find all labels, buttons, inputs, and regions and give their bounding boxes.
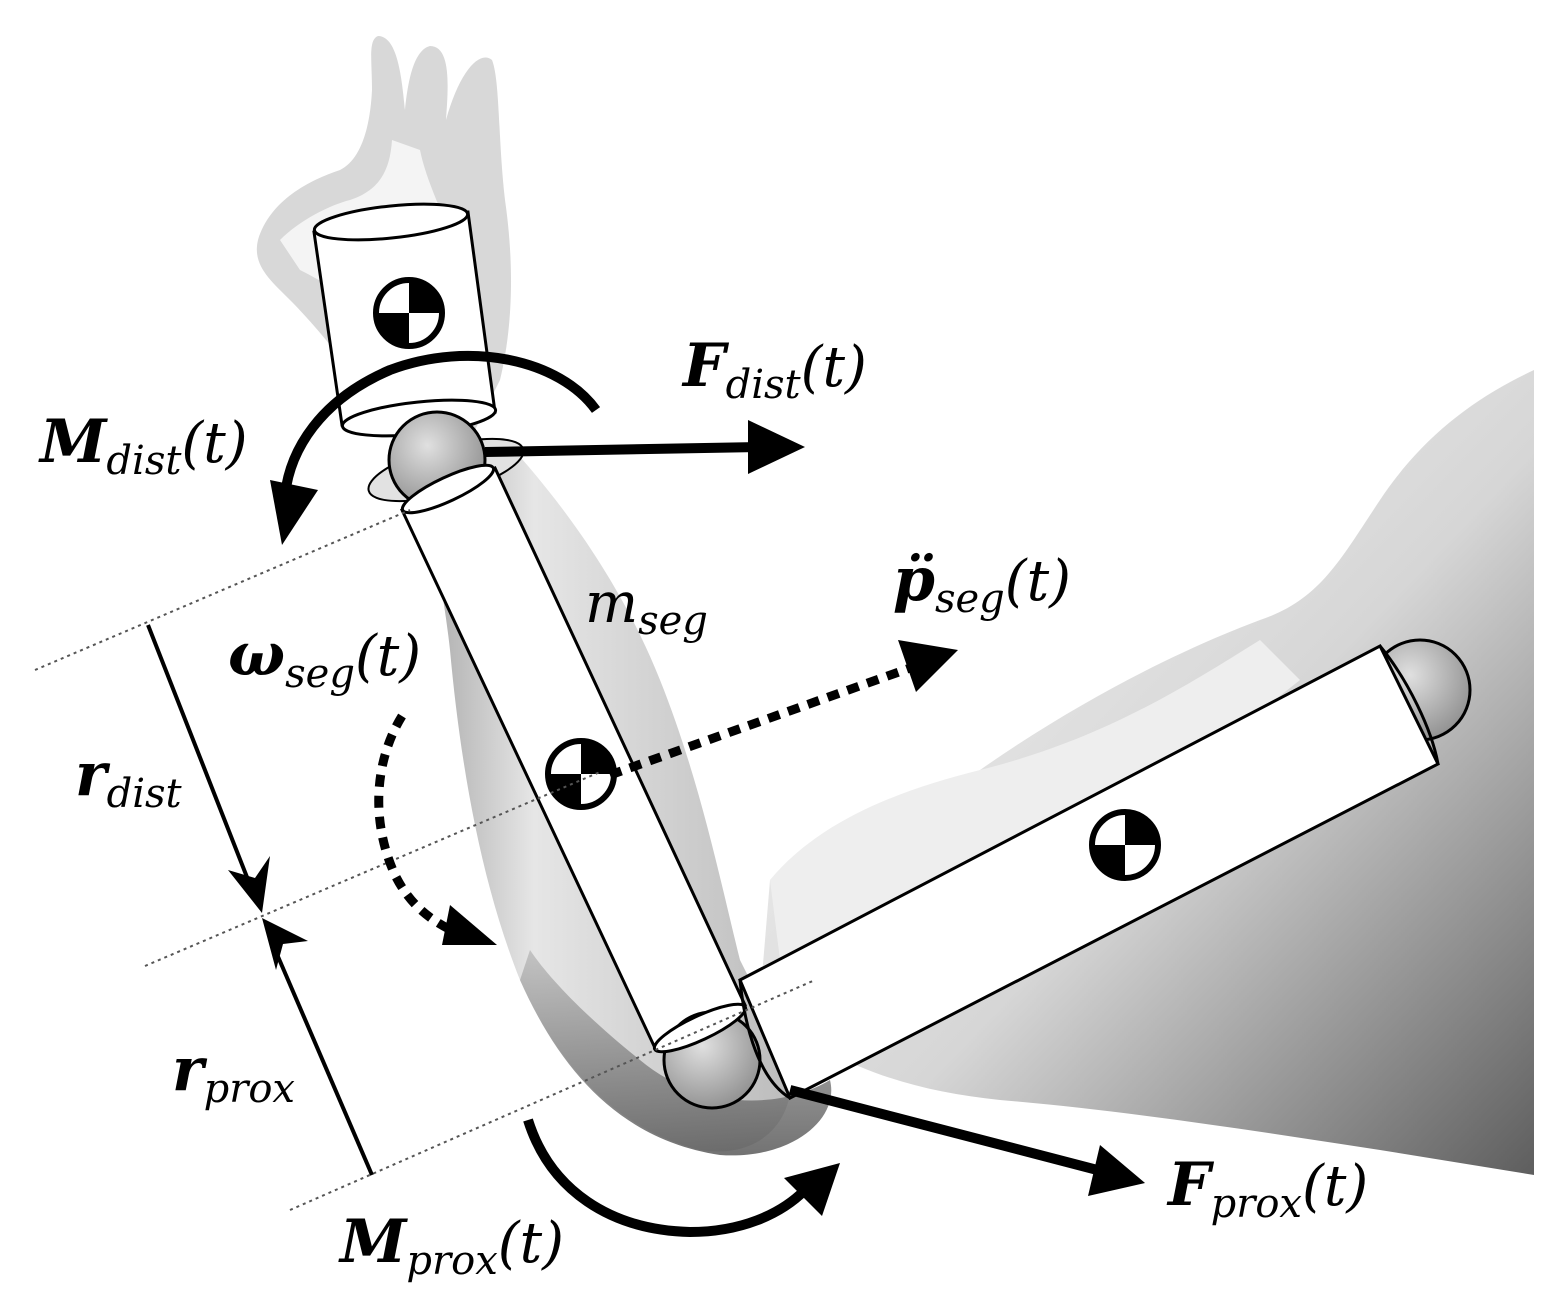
- center-of-mass-icon: [1089, 809, 1161, 881]
- r-dist-dimension: [146, 624, 256, 896]
- r-prox-label: rprox: [172, 1035, 295, 1112]
- reference-lines: [34, 509, 816, 1211]
- proximal-reference-line: [289, 979, 816, 1211]
- omega-seg-label: ωseg(t): [228, 620, 421, 697]
- upper-arm-segment: [738, 638, 1472, 1101]
- biceps-shape: [770, 640, 1300, 960]
- r-dist-arrowhead: [228, 856, 270, 913]
- f-prox-label: Fprox(t): [1166, 1150, 1368, 1227]
- p-seg-arrow: [608, 640, 958, 780]
- distal-reference-line: [34, 509, 411, 671]
- center-of-mass-icon: [545, 738, 617, 810]
- m-prox-label: Mprox(t): [338, 1207, 564, 1284]
- p-seg-label: p̈seg(t): [893, 545, 1071, 622]
- r-prox-arrowhead: [262, 918, 308, 970]
- omega-seg-arrow: [374, 713, 497, 945]
- center-of-mass-icon: [373, 277, 445, 349]
- elbow-shape: [520, 950, 832, 1156]
- r-prox-dimension: [268, 937, 374, 1176]
- f-dist-label: Fdist(t): [681, 331, 867, 408]
- m-dist-label: Mdist(t): [38, 407, 248, 484]
- center-reference-line: [144, 771, 601, 967]
- f-dist-arrow: [484, 420, 805, 474]
- m-dist-arrow: [270, 350, 601, 545]
- f-prox-arrow: [788, 1085, 1145, 1196]
- m-prox-arrow: [523, 1118, 840, 1238]
- r-dist-label: rdist: [75, 740, 183, 817]
- m-seg-label: mseg: [585, 571, 708, 644]
